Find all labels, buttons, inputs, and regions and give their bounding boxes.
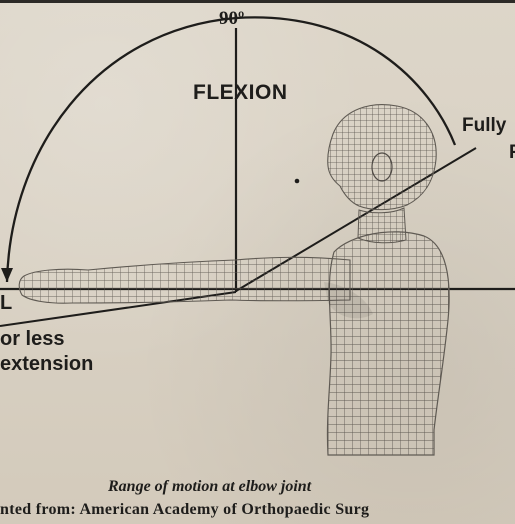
arm-mesh-icon bbox=[19, 257, 350, 303]
or-less-label: or less bbox=[0, 328, 64, 351]
fully-label-fragment: F bbox=[509, 142, 515, 164]
source-line: nted from: American Academy of Orthopaed… bbox=[0, 501, 369, 519]
fully-label: Fully bbox=[462, 115, 506, 137]
figure-caption: Range of motion at elbow joint bbox=[108, 478, 311, 496]
extension-label: extension bbox=[0, 353, 93, 376]
head-mesh-icon bbox=[328, 105, 436, 210]
arc-arrow-icon bbox=[1, 268, 13, 282]
torso-mesh-icon bbox=[327, 232, 449, 455]
neck-mesh-icon bbox=[358, 208, 406, 243]
left-letter-label: L bbox=[0, 292, 12, 315]
marker-dot bbox=[295, 179, 300, 184]
angle-label: 90º bbox=[219, 8, 244, 30]
flexion-label: FLEXION bbox=[193, 81, 288, 105]
